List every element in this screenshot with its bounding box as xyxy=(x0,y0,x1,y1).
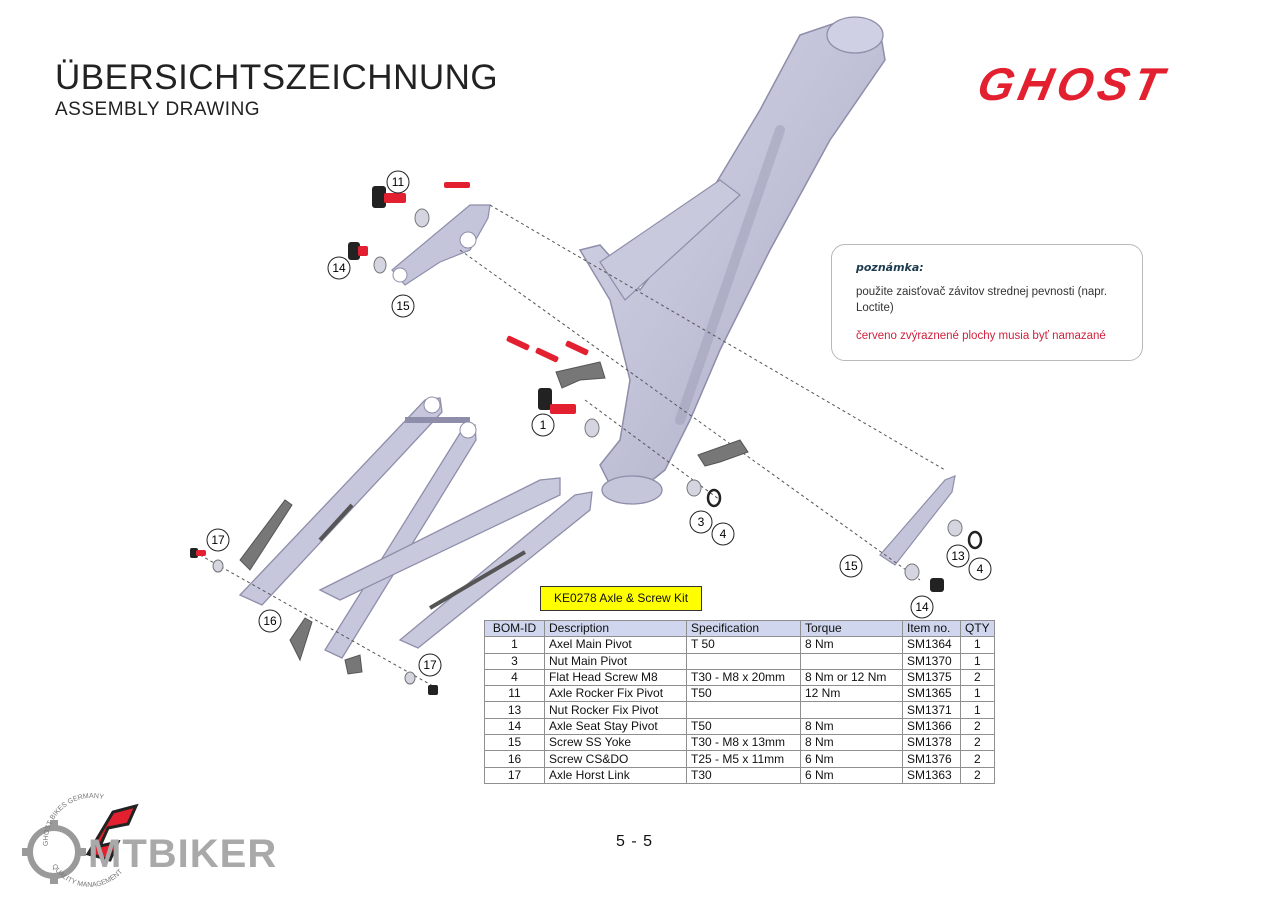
kit-label: KE0278 Axle & Screw Kit xyxy=(540,586,702,611)
callout-13: 13 xyxy=(946,544,970,568)
note-box: poznámka: použite zaisťovač závitov stre… xyxy=(831,244,1143,361)
svg-text:15: 15 xyxy=(844,559,858,573)
callout-3: 3 xyxy=(689,510,713,534)
watermark-text: MTBIKER xyxy=(88,832,278,876)
quality-seal-icon: GHOST BIKES GERMANY QUALITY MANAGEMENT xyxy=(22,793,139,889)
callout-16: 16 xyxy=(258,609,282,633)
svg-text:15: 15 xyxy=(396,299,410,313)
svg-text:1: 1 xyxy=(540,418,547,432)
svg-text:16: 16 xyxy=(263,614,277,628)
svg-text:14: 14 xyxy=(332,261,346,275)
page-number: 5 - 5 xyxy=(616,833,654,850)
col-torque: Torque xyxy=(800,619,903,638)
ghost-logo: GHOST xyxy=(973,60,1172,108)
col-description: Description xyxy=(544,619,687,638)
callout-15: 15 xyxy=(391,294,415,318)
svg-text:13: 13 xyxy=(951,549,965,563)
callout-17b: 17 xyxy=(418,653,442,677)
note-warning: červeno zvýraznené plochy musia byť nama… xyxy=(856,330,1106,342)
callout-11: 11 xyxy=(386,170,410,194)
hardware xyxy=(190,182,983,695)
yoke-link xyxy=(879,475,956,566)
callout-4: 4 xyxy=(711,522,735,546)
callout-4b: 4 xyxy=(968,557,992,581)
col-qty: QTY xyxy=(960,619,995,638)
page-title: ÜBERSICHTSZEICHNUNG xyxy=(55,58,499,97)
callout-14b: 14 xyxy=(910,595,934,619)
bom-table: BOM-ID Description Specification Torque … xyxy=(484,619,995,784)
svg-text:4: 4 xyxy=(720,527,727,541)
svg-text:17: 17 xyxy=(211,533,225,547)
col-specification: Specification xyxy=(686,619,801,638)
callout-15b: 15 xyxy=(839,554,863,578)
part-callouts: 11 14 15 1 3 4 17 16 17 15 13 4 14 xyxy=(206,170,992,677)
col-item-no: Item no. xyxy=(902,619,961,638)
note-text: použite zaisťovač závitov strednej pevno… xyxy=(856,286,1108,314)
svg-text:17: 17 xyxy=(423,658,437,672)
callout-17: 17 xyxy=(206,528,230,552)
seat-stay xyxy=(238,396,477,659)
note-title: poznámka: xyxy=(856,261,924,274)
svg-text:GHOST: GHOST xyxy=(973,60,1172,108)
svg-text:11: 11 xyxy=(392,175,405,189)
main-frame xyxy=(578,16,886,505)
page-subtitle: ASSEMBLY DRAWING xyxy=(55,99,261,120)
callout-14: 14 xyxy=(327,256,351,280)
col-bom-id: BOM-ID xyxy=(484,619,545,638)
bom-header-row: BOM-ID Description Specification Torque … xyxy=(484,619,995,638)
svg-text:4: 4 xyxy=(977,562,984,576)
callout-1: 1 xyxy=(531,413,555,437)
svg-text:14: 14 xyxy=(915,600,929,614)
chain-stay xyxy=(318,477,593,649)
rocker-link xyxy=(391,204,491,286)
svg-text:3: 3 xyxy=(698,515,705,529)
